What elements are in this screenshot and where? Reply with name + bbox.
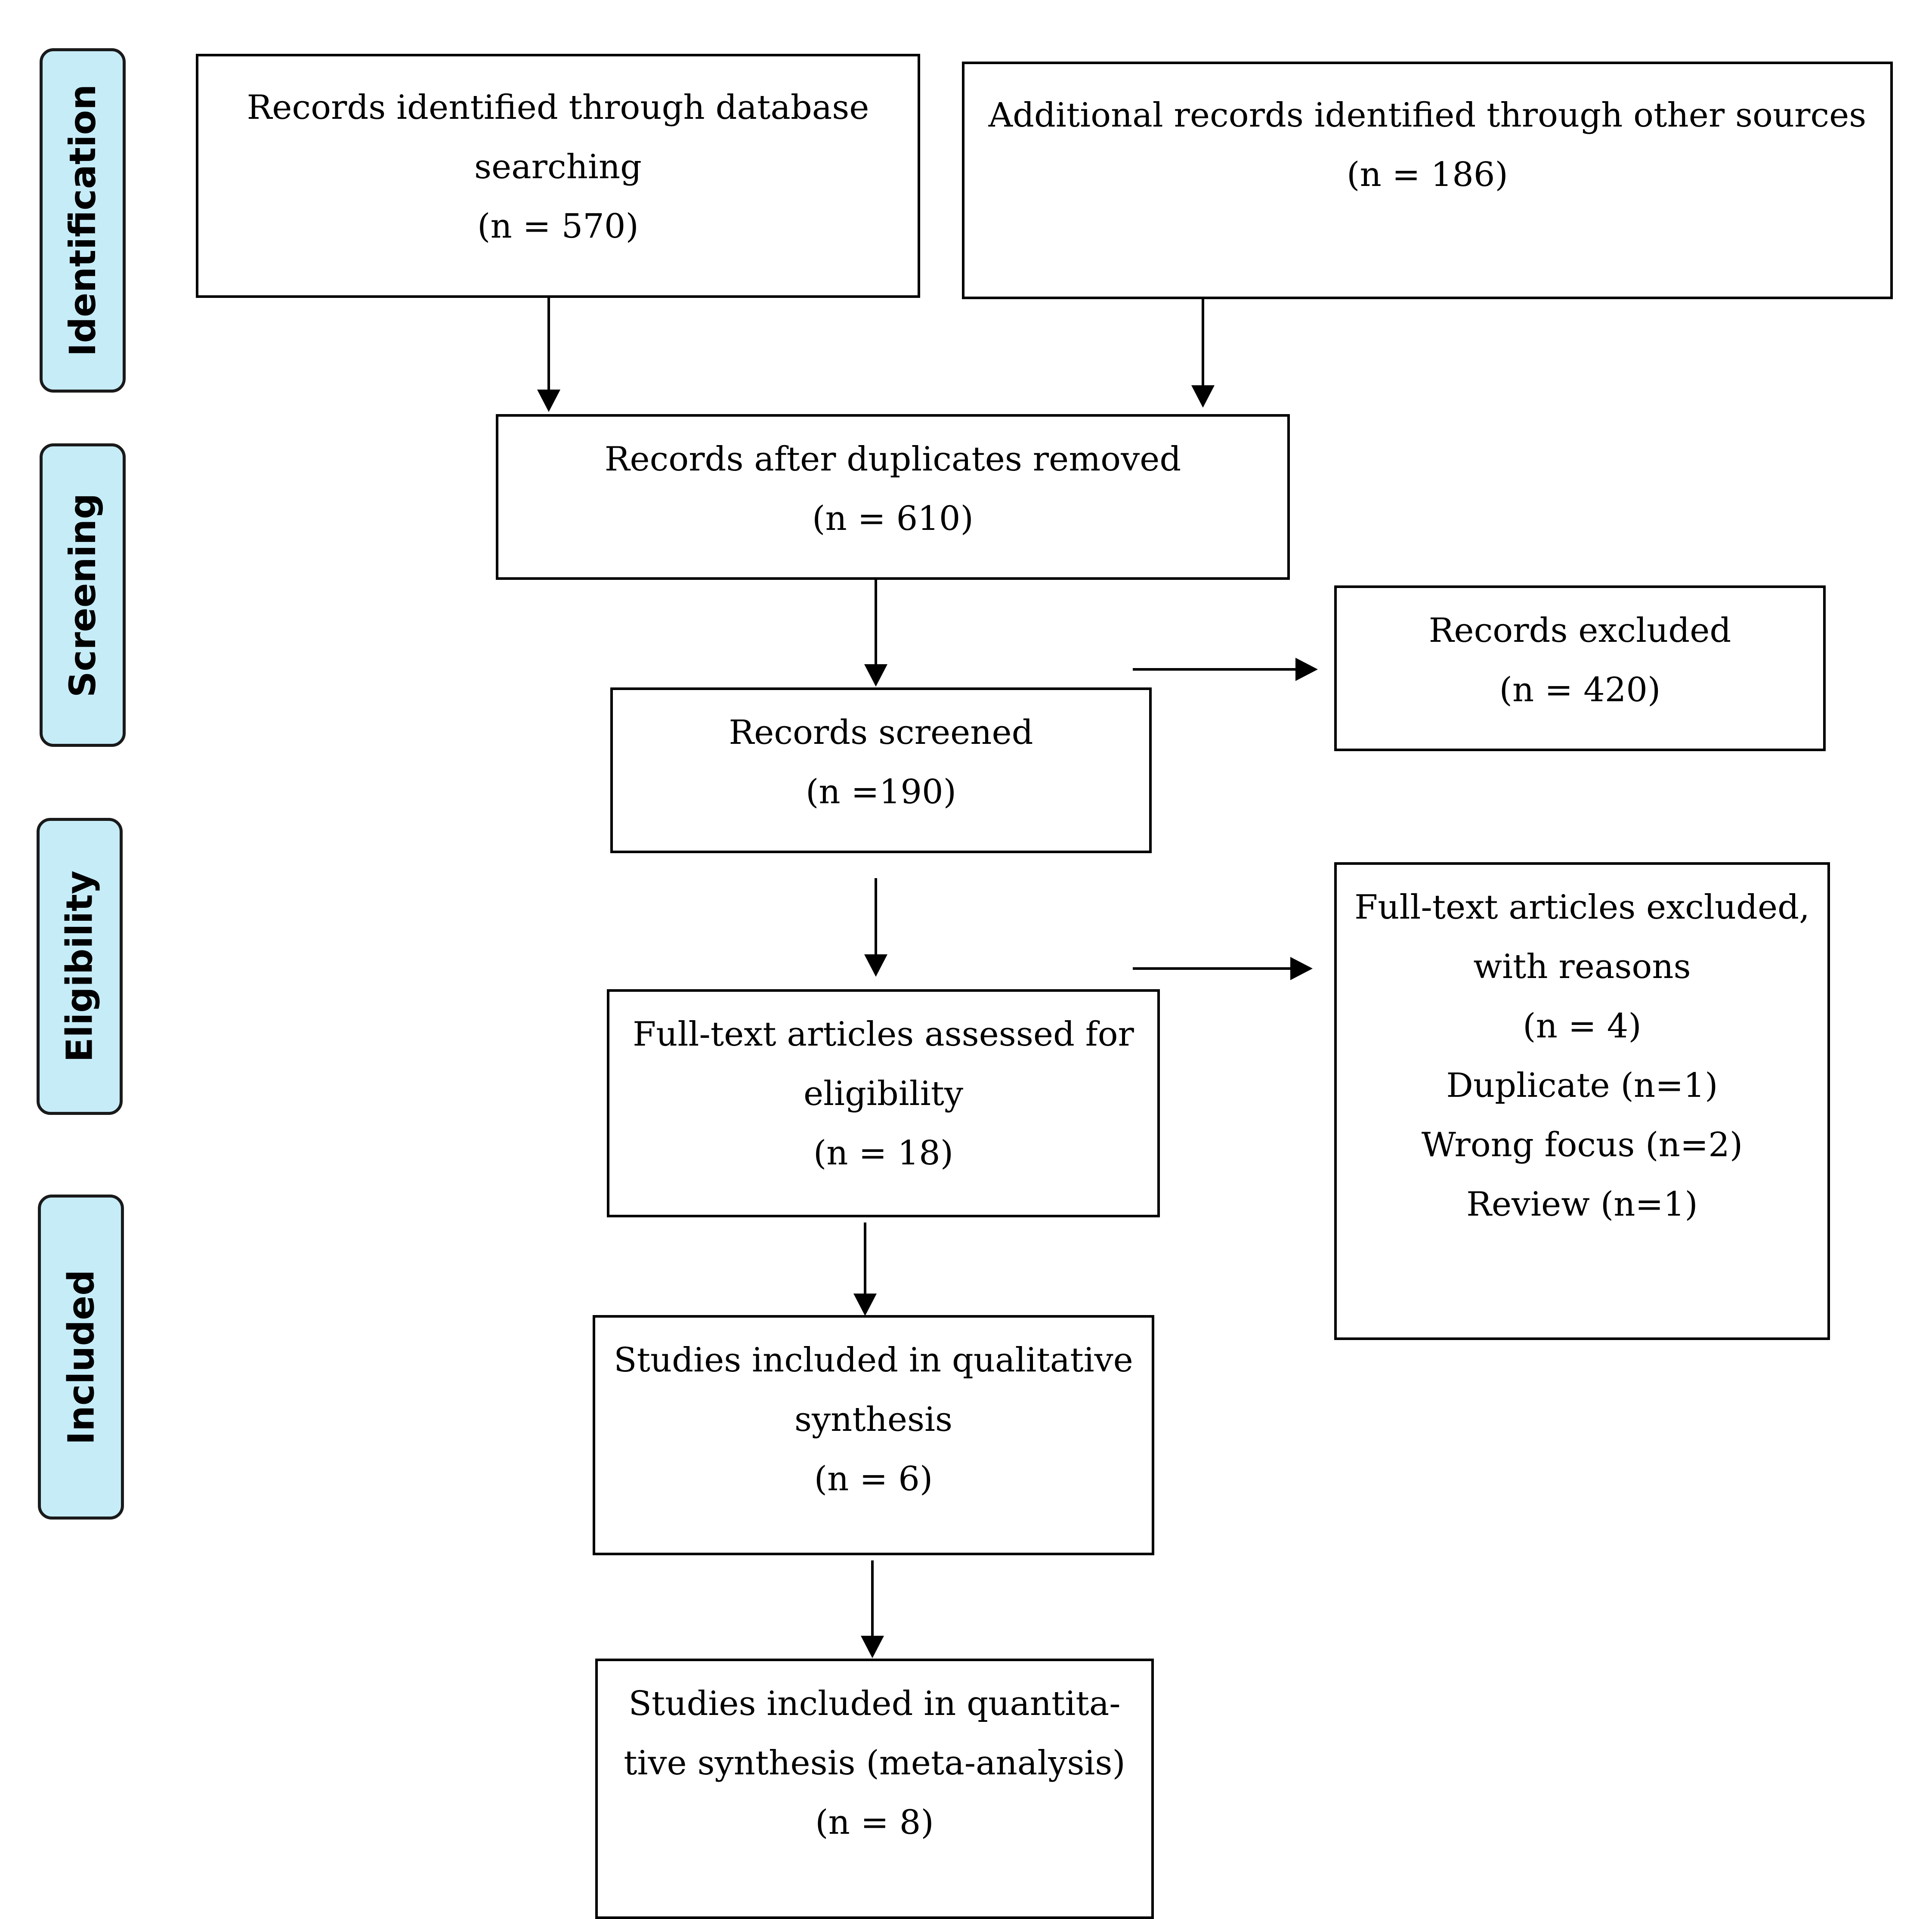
phase-screening: Screening xyxy=(40,443,126,747)
phase-identification: Identification xyxy=(40,48,126,393)
arrowhead xyxy=(853,1294,877,1316)
arrowhead xyxy=(1290,957,1313,980)
box-fulltext-assessed: Full-text articles assessed for eligibil… xyxy=(607,989,1160,1217)
box-text-line: Full-text articles assessed for xyxy=(633,1015,1134,1054)
box-text-line: Records after duplicates removed xyxy=(604,440,1181,479)
box-text-line: synthesis xyxy=(794,1400,953,1439)
box-other-sources: Additional records identified through ot… xyxy=(962,62,1893,299)
box-text-line: (n =190) xyxy=(805,773,957,811)
box-text-line: with reasons xyxy=(1473,947,1691,986)
arrowhead xyxy=(861,1636,884,1658)
box-text-line: Records excluded xyxy=(1428,611,1731,650)
box-text-line: Full-text articles excluded, xyxy=(1354,888,1810,927)
phase-eligibility: Eligibility xyxy=(37,818,123,1115)
box-text-line: (n = 420) xyxy=(1499,671,1661,709)
arrowhead xyxy=(1191,385,1215,408)
box-text-line: Records identified through database xyxy=(247,88,869,127)
box-fulltext-excluded: Full-text articles excluded, with reason… xyxy=(1334,862,1830,1340)
box-text-line: (n = 610) xyxy=(812,499,974,538)
box-text-line: (n = 570) xyxy=(477,207,639,246)
box-text-line: Duplicate (n=1) xyxy=(1446,1066,1718,1105)
box-database-searching: Records identified through database sear… xyxy=(196,54,920,298)
box-text-line: tive synthesis (meta-analysis) xyxy=(624,1744,1125,1783)
box-text-line: Review (n=1) xyxy=(1466,1185,1698,1224)
box-duplicates-removed: Records after duplicates removed (n = 61… xyxy=(496,414,1290,580)
arrowhead xyxy=(864,954,887,977)
arrowhead xyxy=(537,390,560,412)
box-text-line: (n = 186) xyxy=(1347,155,1508,194)
box-text-line: Wrong focus (n=2) xyxy=(1421,1126,1743,1164)
box-text-line: (n = 18) xyxy=(813,1134,954,1173)
box-text-line: Studies included in qualitative xyxy=(614,1341,1133,1380)
box-records-screened: Records screened (n =190) xyxy=(610,687,1152,853)
box-text-line: Records screened xyxy=(729,713,1033,752)
box-text-line: Studies included in quantita- xyxy=(628,1684,1121,1723)
box-text-line: (n = 6) xyxy=(814,1460,933,1498)
box-text-line: eligibility xyxy=(803,1074,964,1113)
box-qualitative-synthesis: Studies included in qualitative synthesi… xyxy=(593,1315,1154,1555)
box-text-line: (n = 8) xyxy=(815,1803,934,1842)
phase-included: Included xyxy=(38,1195,124,1520)
arrowhead xyxy=(864,664,887,687)
box-text-line: Additional records identified through ot… xyxy=(988,96,1867,135)
box-quantitative-synthesis: Studies included in quantita- tive synth… xyxy=(595,1659,1154,1919)
box-text-line: searching xyxy=(474,148,642,186)
arrowhead xyxy=(1295,658,1318,681)
box-text-line: (n = 4) xyxy=(1523,1007,1641,1046)
box-records-excluded: Records excluded (n = 420) xyxy=(1334,585,1826,751)
